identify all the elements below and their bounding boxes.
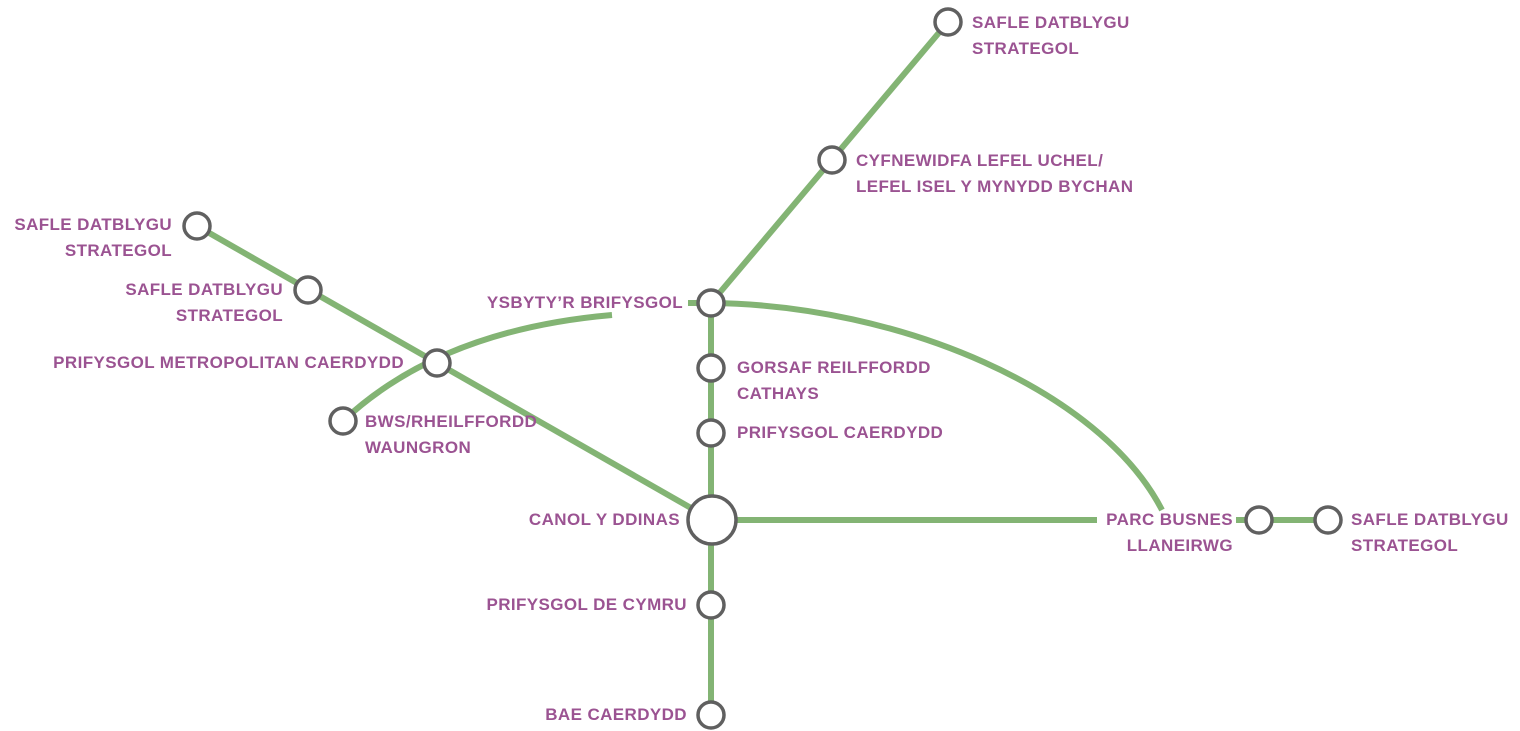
- route-northwest-line: [195, 223, 714, 523]
- label-line: STRATEGOL: [972, 39, 1080, 58]
- station-prifysgol-caerdydd-label: PRIFYSGOL CAERDYDD: [737, 420, 943, 446]
- route-waungron-hospital-curve: [340, 312, 613, 424]
- station-mynydd-bychan-marker[interactable]: [817, 145, 847, 175]
- label-line: LLANEIRWG: [1126, 536, 1233, 555]
- label-line: STRATEGOL: [1351, 536, 1459, 555]
- label-line: STRATEGOL: [64, 241, 172, 260]
- station-ne-terminus-label: SAFLE DATBLYGU STRATEGOL: [972, 10, 1130, 62]
- label-line: STRATEGOL: [175, 306, 283, 325]
- route-hospital-llaneirwg-curve: [710, 300, 1165, 512]
- station-llaneirwg-marker[interactable]: [1244, 505, 1274, 535]
- station-met-caerdydd-label: PRIFYSGOL METROPOLITAN CAERDYDD: [53, 350, 404, 376]
- station-mynydd-bychan-label: CYFNEWIDFA LEFEL UCHEL/ LEFEL ISEL Y MYN…: [856, 148, 1133, 200]
- station-e-terminus-label: SAFLE DATBLYGU STRATEGOL: [1351, 507, 1509, 559]
- station-nw-second-label: SAFLE DATBLYGU STRATEGOL: [125, 277, 283, 329]
- station-prifysgol-caerdydd-marker[interactable]: [696, 418, 726, 448]
- station-ysbyty-label: YSBYTY’R BRIFYSGOL: [487, 290, 683, 316]
- label-line: SAFLE DATBLYGU: [1351, 510, 1509, 529]
- label-line: BWS/RHEILFFORDD: [365, 412, 538, 431]
- station-ysbyty-marker[interactable]: [696, 288, 726, 318]
- label-line: BAE CAERDYDD: [545, 705, 687, 724]
- station-waungron-label: BWS/RHEILFFORDD WAUNGRON: [365, 409, 537, 461]
- station-canol-marker[interactable]: [686, 494, 738, 546]
- station-cathays-marker[interactable]: [696, 353, 726, 383]
- station-bae-marker[interactable]: [696, 700, 726, 730]
- station-met-caerdydd-marker[interactable]: [422, 348, 452, 378]
- label-line: CANOL Y DDINAS: [528, 510, 680, 529]
- label-line: WAUNGRON: [365, 438, 472, 457]
- station-llaneirwg-label: PARC BUSNES LLANEIRWG: [1106, 507, 1233, 559]
- station-nw-terminus-label: SAFLE DATBLYGU STRATEGOL: [14, 212, 172, 264]
- label-line: SAFLE DATBLYGU: [125, 280, 283, 299]
- station-ne-terminus-marker[interactable]: [933, 7, 963, 37]
- station-nw-second-marker[interactable]: [293, 275, 323, 305]
- label-line: PRIFYSGOL METROPOLITAN CAERDYDD: [53, 353, 404, 372]
- station-de-cymru-marker[interactable]: [696, 590, 726, 620]
- label-line: CYFNEWIDFA LEFEL UCHEL/: [856, 151, 1104, 170]
- label-line: SAFLE DATBLYGU: [14, 215, 172, 234]
- station-cathays-label: GORSAF REILFFORDD CATHAYS: [737, 355, 931, 407]
- label-line: GORSAF REILFFORDD: [737, 358, 931, 377]
- station-waungron-marker[interactable]: [328, 406, 358, 436]
- station-canol-label: CANOL Y DDINAS: [529, 507, 680, 533]
- station-e-terminus-marker[interactable]: [1313, 505, 1343, 535]
- station-bae-label: BAE CAERDYDD: [545, 702, 687, 728]
- label-line: CATHAYS: [737, 384, 820, 403]
- station-de-cymru-label: PRIFYSGOL DE CYMRU: [486, 592, 687, 618]
- label-line: SAFLE DATBLYGU: [972, 13, 1130, 32]
- label-line: LEFEL ISEL Y MYNYDD BYCHAN: [856, 177, 1134, 196]
- station-markers: [182, 7, 1343, 730]
- label-line: PRIFYSGOL CAERDYDD: [737, 423, 944, 442]
- station-nw-terminus-marker[interactable]: [182, 211, 212, 241]
- label-line: PARC BUSNES: [1106, 510, 1233, 529]
- label-line: YSBYTY’R BRIFYSGOL: [486, 293, 683, 312]
- label-line: PRIFYSGOL DE CYMRU: [486, 595, 687, 614]
